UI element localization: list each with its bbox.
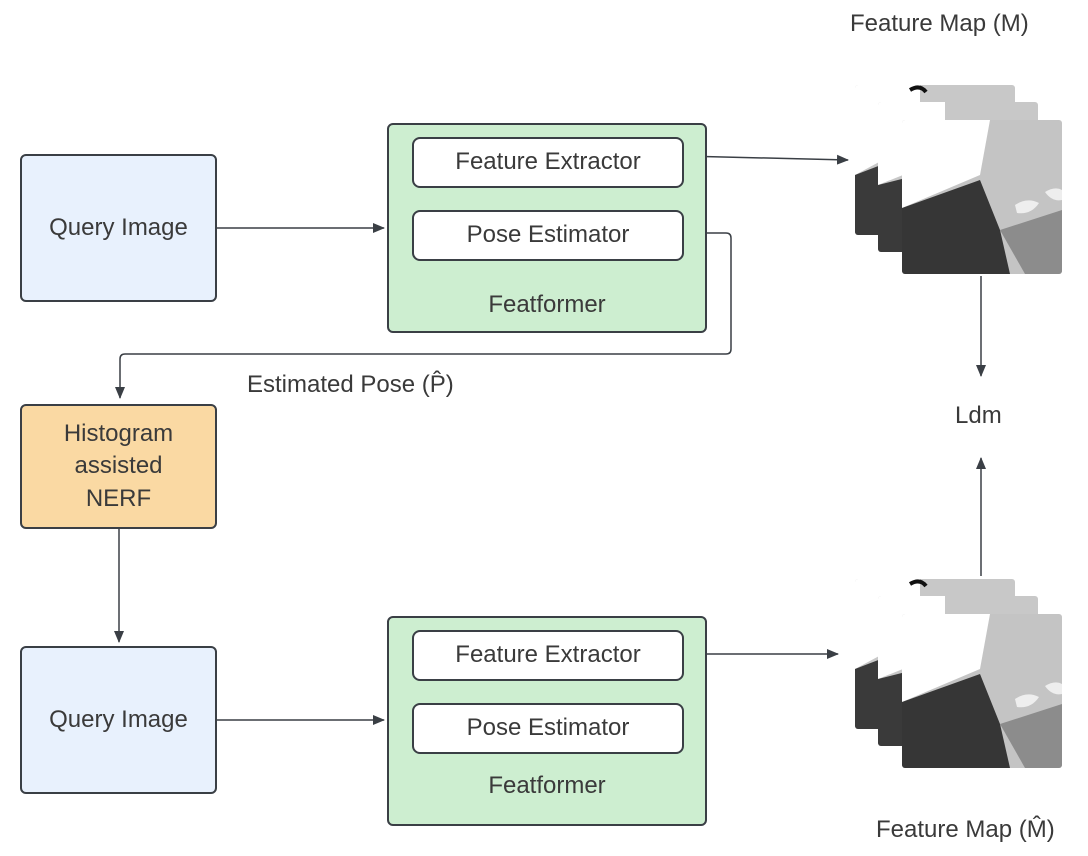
query-image-box-top: Query Image <box>20 154 217 302</box>
loss-label: Ldm <box>955 402 1002 429</box>
pose-estimator-box-top: Pose Estimator <box>412 210 684 261</box>
histogram-nerf-box: Histogram assisted NERF <box>20 404 217 529</box>
pose-estimator-label-top: Pose Estimator <box>466 221 630 249</box>
feature-extractor-box-top: Feature Extractor <box>412 137 684 188</box>
feature-map-label-bottom: Feature Map (M̂) <box>876 816 1055 843</box>
feature-extractor-label-top: Feature Extractor <box>455 148 641 176</box>
arrow-pose-to-nerf <box>115 232 732 399</box>
feature-extractor-label-bottom: Feature Extractor <box>455 641 641 669</box>
featformer-label-top: Featformer <box>488 291 606 318</box>
histogram-nerf-label: Histogram assisted NERF <box>63 419 174 512</box>
featformer-box-bottom: Feature Extractor Pose Estimator Featfor… <box>387 616 707 826</box>
query-image-label-bottom: Query Image <box>49 705 188 733</box>
feature-map-label-top: Feature Map (M) <box>850 10 1029 37</box>
featformer-label-bottom: Featformer <box>488 772 606 799</box>
query-image-box-bottom: Query Image <box>20 646 217 794</box>
pose-estimator-box-bottom: Pose Estimator <box>412 703 684 754</box>
feature-map-stack-top <box>855 85 1062 274</box>
arrow-extractor-to-featuremap-top <box>682 154 849 165</box>
pose-estimator-label-bottom: Pose Estimator <box>466 714 630 742</box>
feature-extractor-box-bottom: Feature Extractor <box>412 630 684 681</box>
estimated-pose-label: Estimated Pose (P̂) <box>247 371 454 398</box>
feature-map-stack-bottom <box>855 579 1062 768</box>
query-image-label-top: Query Image <box>49 213 188 241</box>
featformer-box-top: Feature Extractor Pose Estimator Featfor… <box>387 123 707 333</box>
